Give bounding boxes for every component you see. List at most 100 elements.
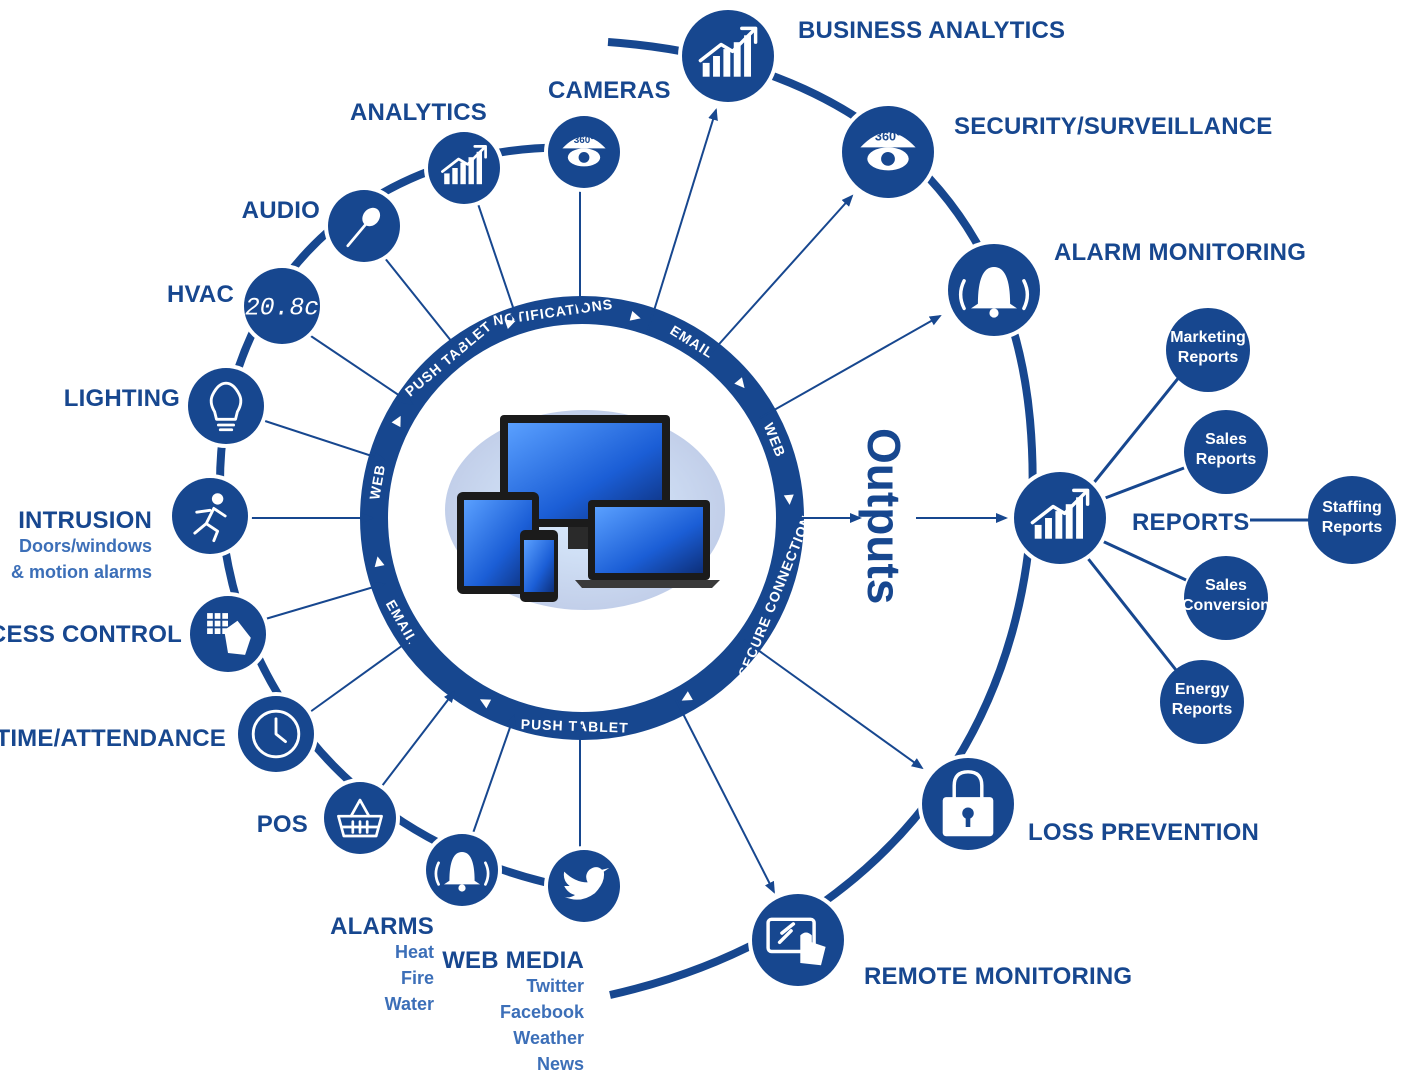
input-label: LIGHTING bbox=[64, 385, 180, 412]
input-label: ACCESS CONTROL bbox=[0, 621, 182, 648]
report-label: Sales bbox=[1205, 431, 1247, 448]
svg-text:360°: 360° bbox=[574, 135, 595, 146]
outputs-arc bbox=[607, 38, 1037, 999]
input-node-hvac: 20.8c HVAC bbox=[167, 264, 324, 348]
ring-label: PUSH TABLET bbox=[521, 716, 629, 736]
svg-text:20.8c: 20.8c bbox=[245, 295, 319, 323]
input-node-circle bbox=[324, 782, 396, 854]
twitter-bird-icon bbox=[563, 867, 610, 900]
input-label: POS bbox=[257, 811, 308, 838]
input-node-cameras: 360° CAMERAS bbox=[544, 77, 671, 192]
ring-arrow bbox=[374, 556, 385, 568]
ring-arrow bbox=[783, 494, 794, 505]
bell-icon bbox=[434, 852, 490, 892]
clock-icon bbox=[251, 709, 301, 759]
ring-arrow bbox=[391, 415, 401, 428]
report-circle bbox=[1308, 476, 1396, 564]
output-label: REPORTS bbox=[1132, 509, 1249, 536]
input-node-pos: POS bbox=[257, 778, 400, 858]
report-label: Reports bbox=[1196, 451, 1257, 468]
devices-illustration bbox=[445, 410, 725, 610]
input-node-lighting: LIGHTING bbox=[64, 364, 268, 448]
input-sublabel: Fire bbox=[401, 968, 434, 988]
ring-arrow bbox=[479, 699, 492, 709]
chart-up-icon bbox=[441, 145, 487, 185]
input-node-analytics: ANALYTICS bbox=[350, 99, 504, 208]
bell-icon bbox=[958, 267, 1030, 318]
ring-arrow bbox=[681, 691, 693, 701]
camera-360-icon: 360° bbox=[562, 135, 606, 167]
input-sublabel: Doors/windows bbox=[19, 536, 152, 556]
input-node-circle bbox=[188, 368, 264, 444]
input-sublabel: News bbox=[537, 1054, 584, 1074]
output-label: LOSS PREVENTION bbox=[1028, 819, 1259, 846]
report-circle bbox=[1160, 660, 1244, 744]
report-label: Conversion bbox=[1182, 597, 1270, 614]
input-sublabel: Heat bbox=[395, 942, 434, 962]
input-label: HVAC bbox=[167, 281, 234, 308]
output-label: BUSINESS ANALYTICS bbox=[798, 17, 1065, 44]
input-label: ALARMS bbox=[330, 913, 434, 940]
ring-label: WEB bbox=[366, 463, 388, 501]
input-node-access: ACCESS CONTROL bbox=[0, 592, 270, 676]
input-sublabel: & motion alarms bbox=[11, 562, 152, 582]
output-node-business: BUSINESS ANALYTICS bbox=[678, 6, 1065, 106]
report-label: Staffing bbox=[1322, 499, 1382, 516]
thermostat-icon: 20.8c bbox=[245, 295, 319, 323]
padlock-icon bbox=[942, 770, 994, 837]
input-sublabel: Weather bbox=[513, 1028, 584, 1048]
svg-text:360°: 360° bbox=[875, 130, 901, 144]
output-label: REMOTE MONITORING bbox=[864, 963, 1132, 990]
input-node-time: TIME/ATTENDANCE bbox=[0, 692, 318, 776]
output-label: ALARM MONITORING bbox=[1054, 239, 1306, 266]
basket-icon bbox=[337, 798, 383, 838]
camera-360-icon: 360° bbox=[860, 130, 916, 171]
ring-arrow bbox=[629, 310, 641, 321]
input-label: TIME/ATTENDANCE bbox=[0, 725, 226, 752]
running-person-icon bbox=[193, 493, 227, 543]
output-arrows bbox=[647, 108, 1008, 894]
outputs-title: Outputs bbox=[858, 428, 910, 604]
output-node-remote: REMOTE MONITORING bbox=[748, 890, 1132, 990]
report-spokes bbox=[1084, 375, 1312, 671]
input-label: CAMERAS bbox=[548, 77, 671, 104]
report-label: Reports bbox=[1172, 701, 1233, 718]
output-node-circle bbox=[752, 894, 844, 986]
report-circle bbox=[1166, 308, 1250, 392]
input-arrows bbox=[248, 188, 585, 852]
chart-up-icon bbox=[698, 26, 758, 77]
report-circle bbox=[1184, 556, 1268, 640]
output-node-loss: LOSS PREVENTION bbox=[918, 754, 1259, 854]
chart-up-icon bbox=[1030, 488, 1090, 539]
report-label: Marketing bbox=[1170, 329, 1246, 346]
output-node-alarm: ALARM MONITORING bbox=[944, 239, 1306, 340]
input-node-audio: AUDIO bbox=[242, 186, 404, 266]
input-label: AUDIO bbox=[242, 197, 320, 224]
input-sublabel: Water bbox=[385, 994, 434, 1014]
input-label: INTRUSION bbox=[18, 507, 152, 534]
report-label: Reports bbox=[1178, 349, 1239, 366]
output-node-security: 360° SECURITY/SURVEILLANCE bbox=[838, 102, 1272, 202]
keypad-hand-icon bbox=[207, 613, 251, 655]
microphone-icon bbox=[346, 207, 381, 248]
report-label: Sales bbox=[1205, 577, 1247, 594]
output-label: SECURITY/SURVEILLANCE bbox=[954, 113, 1272, 140]
ring-arrow bbox=[734, 377, 745, 389]
input-sublabel: Twitter bbox=[526, 976, 584, 996]
input-sublabel: Facebook bbox=[500, 1002, 585, 1022]
report-label: Reports bbox=[1322, 519, 1383, 536]
input-label: ANALYTICS bbox=[350, 99, 487, 126]
report-label: Energy bbox=[1175, 681, 1229, 698]
input-node-circle bbox=[244, 268, 320, 344]
touch-screen-icon bbox=[766, 917, 826, 966]
lightbulb-icon bbox=[209, 381, 243, 432]
